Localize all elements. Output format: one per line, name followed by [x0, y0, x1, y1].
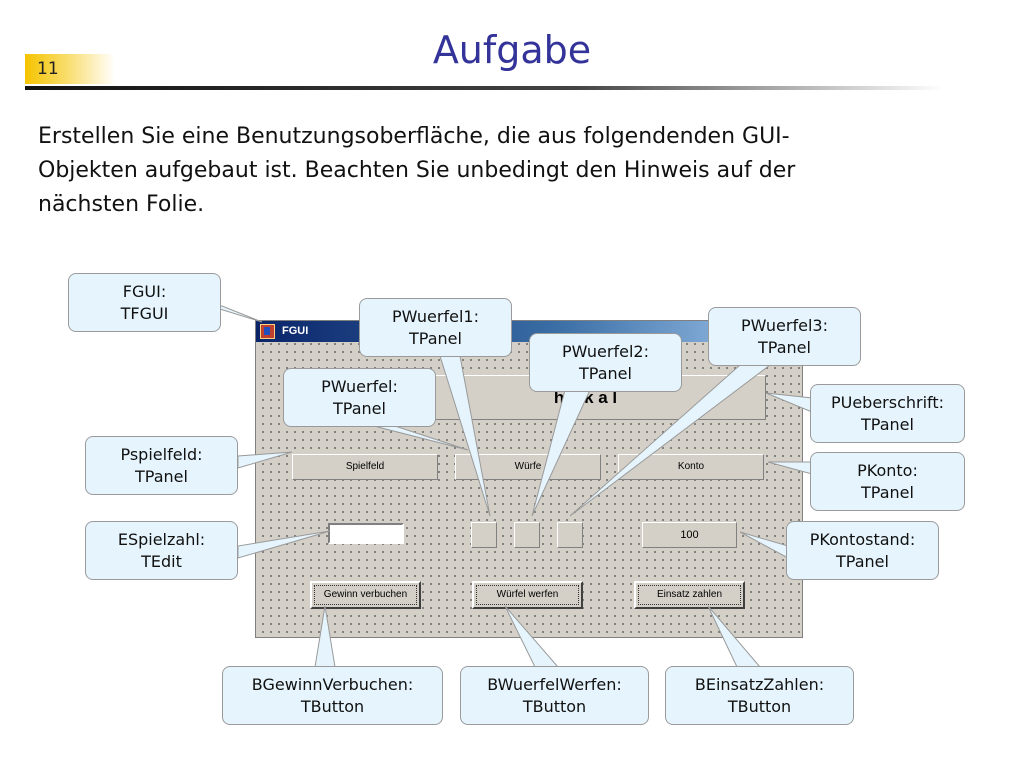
callout-bwuerfelwerfen: BWuerfelWerfen: TButton: [460, 666, 649, 725]
slide-number: 11: [25, 54, 115, 84]
callout-fgui: FGUI: TFGUI: [68, 273, 221, 332]
callout-pkonto-type: TPanel: [861, 482, 914, 502]
callout-espielzahl-name: ESpielzahl:: [117, 529, 206, 549]
callout-bwuerfelwerfen-name: BWuerfelWerfen:: [487, 674, 622, 694]
callout-bgewinnverbuchen: BGewinnVerbuchen: TButton: [222, 666, 443, 725]
dice-panel-3: [557, 522, 583, 548]
callout-pwuerfel2: PWuerfel2: TPanel: [529, 333, 682, 392]
callout-pueberschrift-name: PUeberschrift:: [830, 392, 945, 412]
form-title: FGUI: [282, 325, 309, 337]
pointer-bwuerfel: [504, 605, 560, 668]
callout-pueberschrift: PUeberschrift: TPanel: [810, 384, 965, 443]
pointer-pueberschrift: [765, 392, 813, 413]
callout-pwuerfel1: PWuerfel1: TPanel: [359, 298, 512, 357]
task-line-2: Objekten aufgebaut ist. Beachten Sie unb…: [38, 158, 796, 183]
pointer-espielzahl: [237, 530, 331, 559]
task-line-3: nächsten Folie.: [38, 192, 205, 217]
kontostand-panel: 100: [642, 522, 737, 548]
callout-pspielfeld-name: Pspielfeld:: [120, 444, 203, 464]
dice-panel-1: [471, 522, 497, 548]
callout-bgewinnverbuchen-name: BGewinnVerbuchen:: [251, 674, 414, 694]
callout-pkontostand: PKontostand: TPanel: [786, 521, 939, 580]
callout-pkonto-name: PKonto:: [857, 460, 918, 480]
task-description: Erstellen Sie eine Benutzungsoberfläche,…: [38, 120, 938, 222]
wuerfel-werfen-button[interactable]: Würfel werfen: [472, 581, 583, 609]
callout-beinsatzzahlen-name: BEinsatzZahlen:: [694, 674, 825, 694]
callout-pwuerfel1-name: PWuerfel1:: [392, 306, 479, 326]
pointer-pkonto: [767, 461, 813, 475]
callout-pspielfeld: Pspielfeld: TPanel: [85, 436, 238, 495]
pointer-pwuerfel1: [439, 355, 491, 517]
callout-pkontostand-name: PKontostand:: [809, 529, 916, 549]
callout-pkonto: PKonto: TPanel: [810, 452, 965, 511]
callout-pwuerfel2-name: PWuerfel2:: [562, 341, 649, 361]
task-line-1: Erstellen Sie eine Benutzungsoberfläche,…: [38, 124, 790, 149]
einsatz-zahlen-button[interactable]: Einsatz zahlen: [634, 581, 745, 609]
callout-bgewinnverbuchen-type: TButton: [300, 696, 365, 716]
dice-panel-2: [514, 522, 540, 548]
callout-pwuerfel: PWuerfel: TPanel: [283, 368, 436, 427]
pointer-bgewinn: [314, 605, 336, 668]
title-divider: [25, 86, 945, 90]
callout-pwuerfel3-type: TPanel: [758, 337, 811, 357]
callout-pwuerfel1-type: TPanel: [409, 328, 462, 348]
gewinn-verbuchen-button[interactable]: Gewinn verbuchen: [310, 581, 421, 609]
callout-bwuerfelwerfen-type: TButton: [522, 696, 587, 716]
spielzahl-edit[interactable]: [328, 523, 404, 544]
pointer-pwuerfel: [369, 424, 469, 451]
pointer-beinsatz: [707, 605, 762, 668]
spielfeld-panel: Spielfeld: [292, 454, 438, 480]
callout-beinsatzzahlen: BEinsatzZahlen: TButton: [665, 666, 854, 725]
callout-pwuerfel-type: TPanel: [333, 398, 386, 418]
callout-pwuerfel3: PWuerfel3: TPanel: [708, 307, 861, 366]
app-icon: [260, 324, 275, 339]
callout-espielzahl: ESpielzahl: TEdit: [85, 521, 238, 580]
callout-pwuerfel-name: PWuerfel:: [321, 376, 398, 396]
pointer-pwuerfel2: [531, 389, 591, 517]
callout-pwuerfel3-name: PWuerfel3:: [741, 315, 828, 335]
slide-title: Aufgabe: [432, 28, 592, 72]
callout-espielzahl-type: TEdit: [141, 551, 182, 571]
callout-fgui-type: TFGUI: [120, 303, 169, 323]
callout-pueberschrift-type: TPanel: [861, 414, 914, 434]
pointer-pspielfeld: [237, 451, 293, 469]
callout-fgui-name: FGUI:: [122, 281, 167, 301]
callout-beinsatzzahlen-type: TButton: [727, 696, 792, 716]
callout-pkontostand-type: TPanel: [836, 551, 889, 571]
callout-pspielfeld-type: TPanel: [135, 466, 188, 486]
pointer-pkontostand: [739, 531, 789, 559]
callout-pwuerfel2-type: TPanel: [579, 363, 632, 383]
